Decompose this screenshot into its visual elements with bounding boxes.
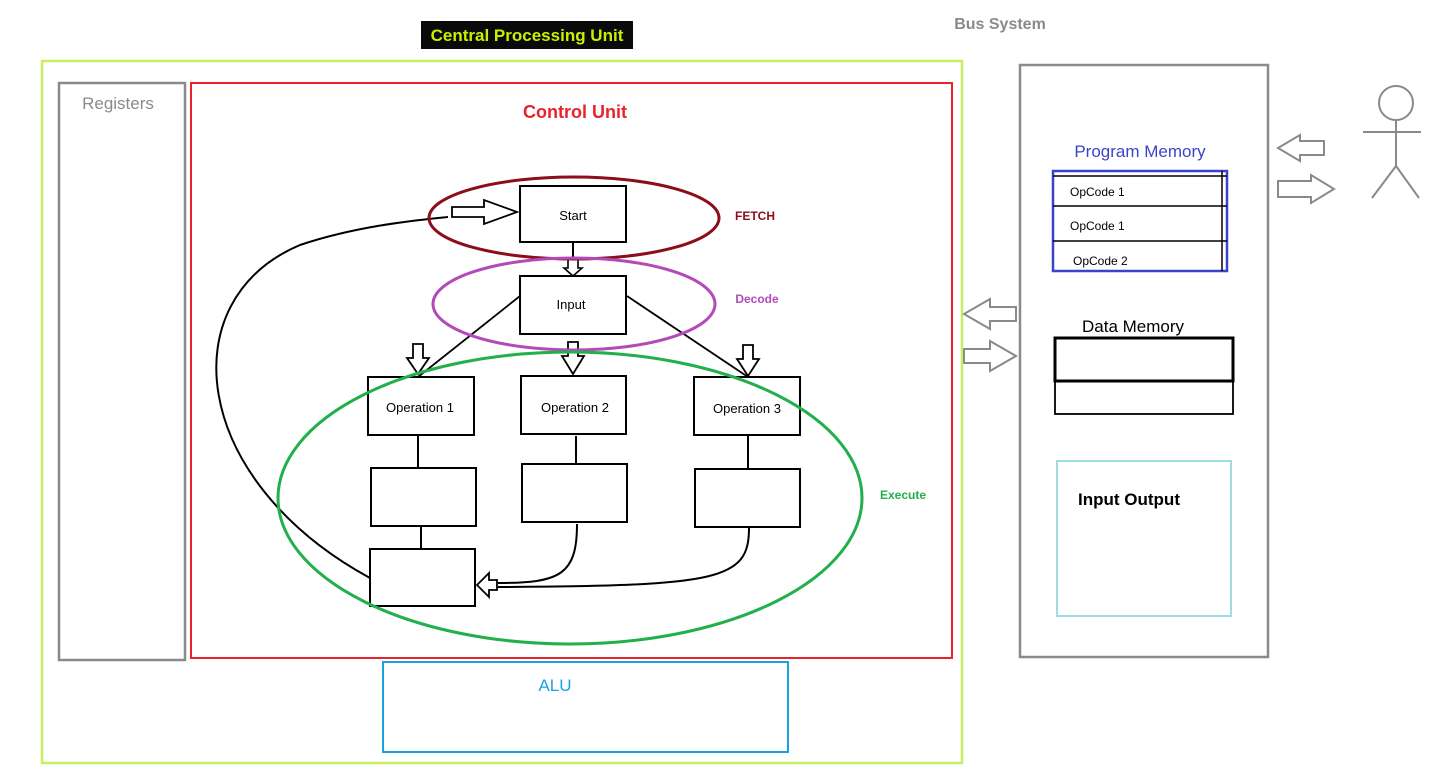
operation-1-label: Operation 1 xyxy=(386,400,454,415)
bus-system-title: Bus System xyxy=(954,16,1046,33)
left-arrow-final-icon xyxy=(475,570,498,600)
start-label: Start xyxy=(559,208,587,223)
data-memory-label: Data Memory xyxy=(1082,317,1185,336)
operation-2-label: Operation 2 xyxy=(541,400,609,415)
alu-label: ALU xyxy=(538,676,571,695)
final-box xyxy=(369,548,476,607)
fetch-arrow-icon xyxy=(451,198,520,226)
decode-label: Decode xyxy=(735,292,779,306)
alu-box xyxy=(382,661,789,753)
memory-container xyxy=(1018,63,1270,659)
io-box xyxy=(1056,460,1232,617)
bus-right-arrow-icon xyxy=(963,339,1019,373)
program-memory-box xyxy=(1051,169,1229,273)
start-box xyxy=(519,185,627,243)
down-arrow-op3-icon xyxy=(735,344,761,378)
box3-to-final-curve xyxy=(497,527,750,588)
cpu-title: Central Processing Unit xyxy=(431,26,624,45)
down-arrow-icon xyxy=(561,257,585,278)
data-memory-cell xyxy=(1053,336,1235,383)
user-output-arrow-icon xyxy=(1277,173,1336,205)
execute-ellipse xyxy=(276,350,864,646)
opcode-3-label: OpCode 2 xyxy=(1073,254,1128,268)
registers-box xyxy=(57,81,187,662)
opcode-1-label: OpCode 1 xyxy=(1070,185,1125,199)
input-label: Input xyxy=(557,297,586,312)
loop-back-curve xyxy=(215,216,449,579)
control-unit-label: Control Unit xyxy=(523,102,627,122)
operation-3-box xyxy=(693,376,801,436)
bus-left-arrow-icon xyxy=(961,297,1017,331)
user-input-arrow-icon xyxy=(1276,133,1325,163)
io-label: Input Output xyxy=(1078,490,1180,509)
box2-to-final-curve xyxy=(497,523,578,584)
input-to-op3-line xyxy=(626,295,749,378)
operation-3-label: Operation 3 xyxy=(713,401,781,416)
decode-ellipse xyxy=(431,256,717,352)
step-box-3 xyxy=(694,468,801,528)
cpu-title-background xyxy=(421,21,633,49)
data-memory-box xyxy=(1054,337,1234,415)
down-arrow-op2-icon xyxy=(560,341,586,376)
operation-1-box xyxy=(367,376,475,436)
control-unit-box xyxy=(190,82,953,659)
opcode-2-label: OpCode 1 xyxy=(1070,219,1125,233)
cpu-border xyxy=(40,59,964,765)
operation-2-box xyxy=(520,375,627,435)
step-box-1 xyxy=(370,467,477,527)
registers-label: Registers xyxy=(82,94,154,113)
program-memory-label: Program Memory xyxy=(1074,142,1206,161)
user-figure-icon xyxy=(1363,85,1421,199)
input-to-op1-line xyxy=(417,295,521,378)
fetch-label: FETCH xyxy=(735,209,775,223)
step-box-2 xyxy=(521,463,628,523)
down-arrow-op1-icon xyxy=(405,343,431,376)
execute-label: Execute xyxy=(880,488,926,502)
